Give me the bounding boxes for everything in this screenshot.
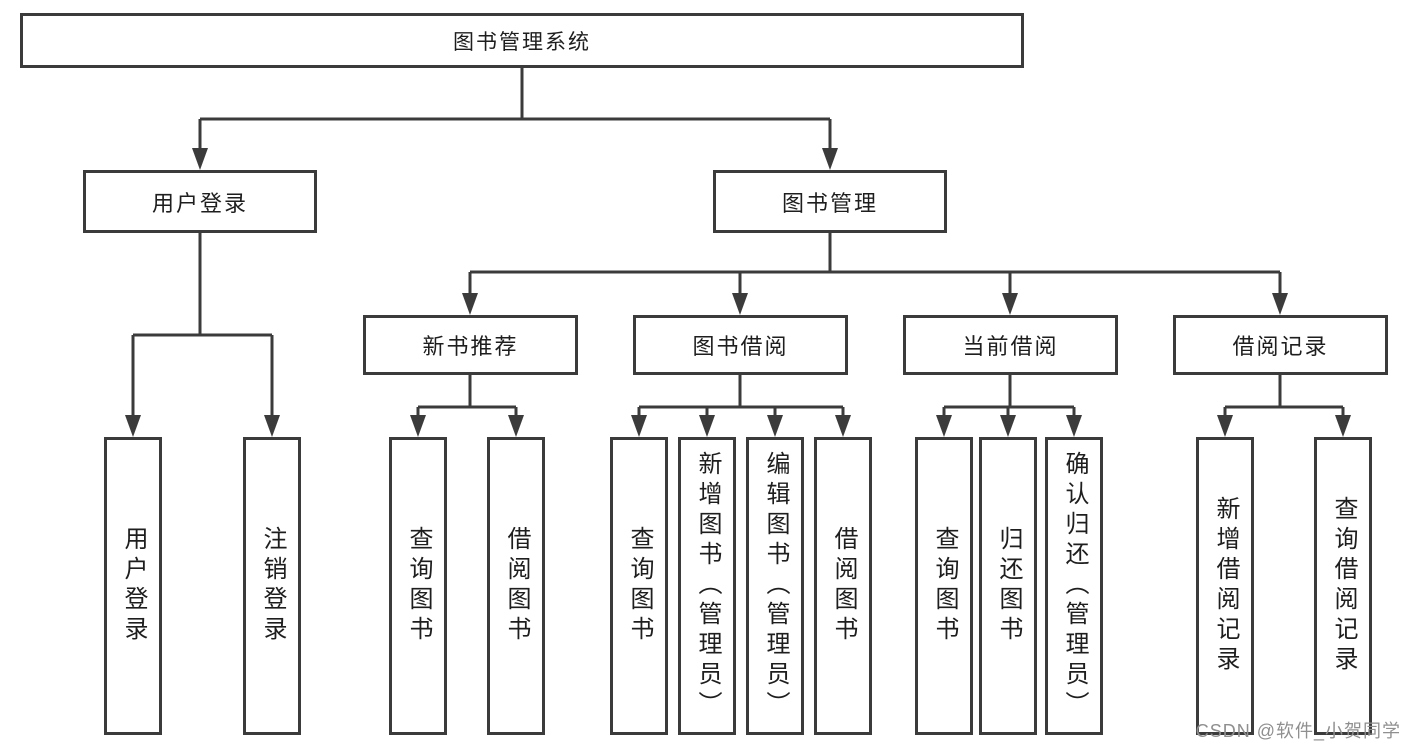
arrow-icon [631,415,647,437]
node-leaf-br-add-record: 新增借阅记录 [1196,437,1254,735]
node-current-borrow-label: 当前借阅 [962,334,1059,359]
arrow-icon [835,415,851,437]
node-leaf-bb-add-book-label: 新增图书（管理员） [694,451,721,721]
node-leaf-cb-query-book-label: 查询图书 [931,526,958,646]
csdn-watermark: CSDN @软件_小贺同学 [1195,721,1401,741]
node-leaf-cb-confirm-return-label: 确认归还（管理员） [1061,451,1088,721]
arrow-icon [462,293,478,315]
node-leaf-rec-query-book-label: 查询图书 [405,526,432,646]
arrow-icon [1000,415,1016,437]
edge-bookborrow-children [637,375,845,417]
node-leaf-rec-borrow-book: 借阅图书 [487,437,545,735]
node-book-borrow-label: 图书借阅 [692,334,789,359]
node-leaf-bb-query-book-label: 查询图书 [626,526,653,646]
node-user-login: 用户登录 [83,170,317,233]
arrowheads [125,148,1351,437]
edge-bookmgmt-children [468,233,1282,296]
arrow-icon [1066,415,1082,437]
arrow-icon [1272,293,1288,315]
arrow-icon [822,148,838,170]
node-leaf-logout: 注销登录 [243,437,301,735]
arrow-icon [732,293,748,315]
edge-userlogin-children [131,233,274,417]
node-leaf-bb-borrow-book: 借阅图书 [814,437,872,735]
node-leaf-bb-edit-book-label: 编辑图书（管理员） [762,451,789,721]
node-user-login-label: 用户登录 [151,190,248,216]
node-leaf-cb-return-book: 归还图书 [979,437,1037,735]
node-leaf-logout-label: 注销登录 [259,526,286,646]
node-leaf-cb-return-book-label: 归还图书 [995,526,1022,646]
node-root: 图书管理系统 [20,13,1024,68]
arrow-icon [264,415,280,437]
node-borrow-record: 借阅记录 [1173,315,1388,375]
node-leaf-rec-borrow-book-label: 借阅图书 [503,526,530,646]
node-book-management: 图书管理 [713,170,947,233]
node-book-borrow: 图书借阅 [633,315,848,375]
edge-currentborrow-children [942,375,1076,417]
node-leaf-cb-confirm-return: 确认归还（管理员） [1045,437,1103,735]
arrow-icon [125,415,141,437]
node-leaf-bb-query-book: 查询图书 [610,437,668,735]
arrow-icon [410,415,426,437]
node-new-book-recommend: 新书推荐 [363,315,578,375]
node-leaf-cb-query-book: 查询图书 [915,437,973,735]
node-leaf-rec-query-book: 查询图书 [389,437,447,735]
node-leaf-br-query-record-label: 查询借阅记录 [1330,496,1357,676]
node-current-borrow: 当前借阅 [903,315,1118,375]
arrow-icon [1217,415,1233,437]
arrow-icon [192,148,208,170]
arrow-icon [936,415,952,437]
arrow-icon [508,415,524,437]
node-root-label: 图书管理系统 [453,30,591,54]
arrow-icon [767,415,783,437]
node-leaf-user-login-label: 用户登录 [120,526,147,646]
node-borrow-record-label: 借阅记录 [1232,334,1329,359]
node-leaf-bb-edit-book: 编辑图书（管理员） [746,437,804,735]
node-book-management-label: 图书管理 [781,190,878,216]
arrow-icon [699,415,715,437]
node-leaf-user-login: 用户登录 [104,437,162,735]
node-leaf-bb-borrow-book-label: 借阅图书 [830,526,857,646]
arrow-icon [1335,415,1351,437]
edge-newbookrec-children [416,375,518,417]
edge-borrowrecord-children [1223,375,1345,417]
node-new-book-recommend-label: 新书推荐 [422,334,519,359]
edge-root-level2 [198,68,832,150]
node-leaf-br-query-record: 查询借阅记录 [1314,437,1372,735]
node-leaf-bb-add-book: 新增图书（管理员） [678,437,736,735]
node-leaf-br-add-record-label: 新增借阅记录 [1212,496,1239,676]
arrow-icon [1002,293,1018,315]
